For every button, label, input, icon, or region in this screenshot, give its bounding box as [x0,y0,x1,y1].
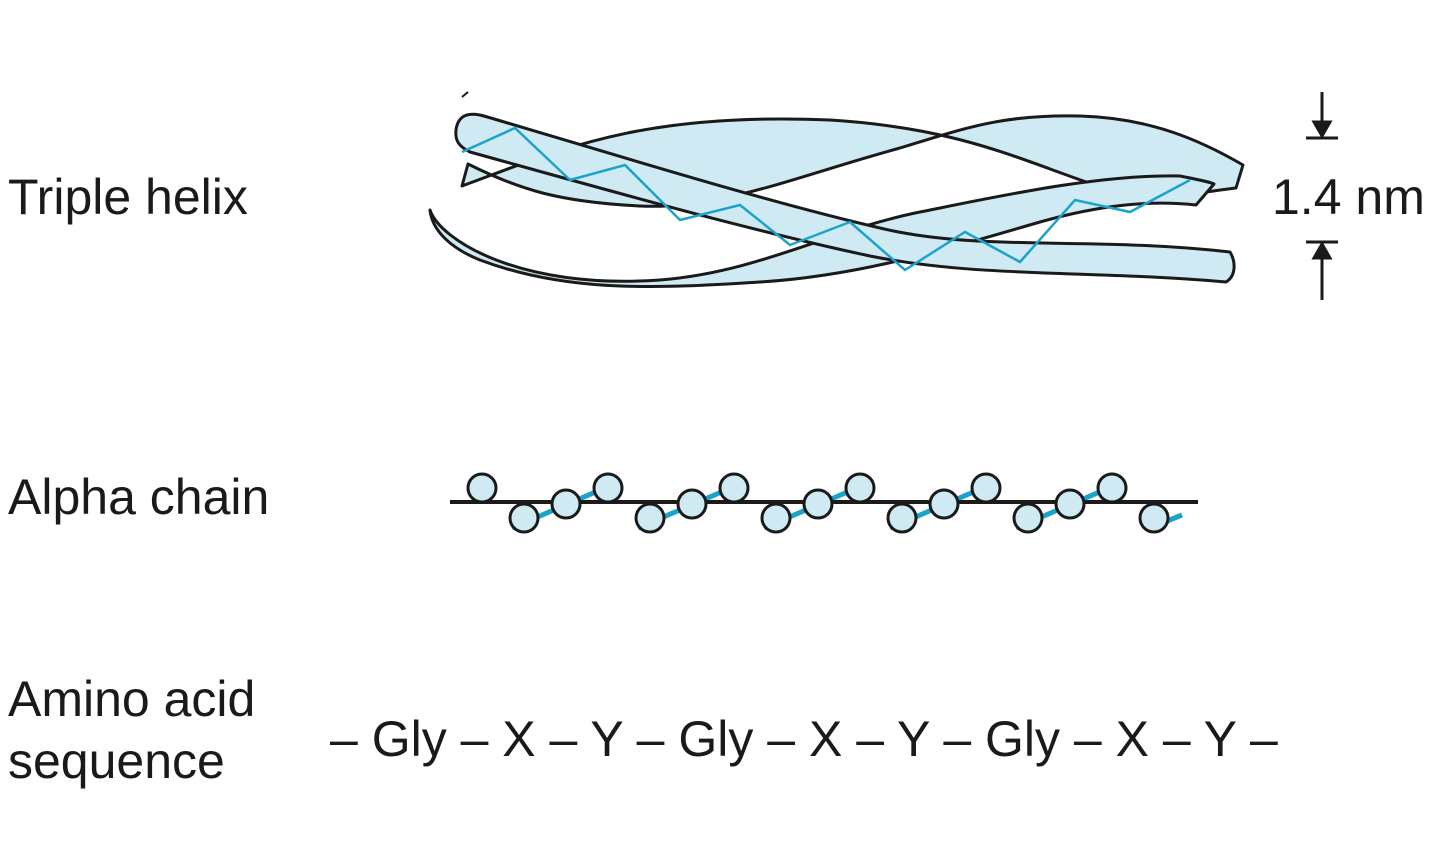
amino-acid-residue [718,472,750,504]
triple-helix [428,91,1245,289]
diameter-label: 1.4 nm [1272,169,1425,225]
alpha-chain [450,472,1198,534]
amino-acid-residue [970,472,1002,504]
amino-acid-residue [844,472,876,504]
amino-acid-label-line2: sequence [8,733,225,789]
amino-acid-residue [508,502,540,534]
amino-acid-residue [760,502,792,534]
helix-backbone-line [461,126,1191,272]
amino-acid-residue [886,502,918,534]
diameter-marker [1306,92,1338,300]
amino-acid-sequence-label: Amino acid sequence [8,668,255,792]
amino-acid-residue [466,472,498,504]
amino-acid-sequence: – Gly – X – Y – Gly – X – Y – Gly – X – … [330,711,1278,767]
amino-acid-residue [676,488,708,520]
amino-acid-residue [1138,502,1170,534]
helix-strand-front [454,112,1236,284]
amino-acid-residue [592,472,624,504]
helix-strand-middle [428,174,1216,289]
triple-helix-label: Triple helix [8,169,248,225]
amino-acid-residue [928,488,960,520]
amino-acid-residue [1054,488,1086,520]
alpha-chain-label: Alpha chain [8,469,270,525]
amino-acid-residue [634,502,666,534]
amino-acid-label-line1: Amino acid [8,671,256,727]
amino-acid-residue [550,488,582,520]
amino-acid-residue [1012,502,1044,534]
amino-acid-residue [1096,472,1128,504]
amino-acid-residue [802,488,834,520]
